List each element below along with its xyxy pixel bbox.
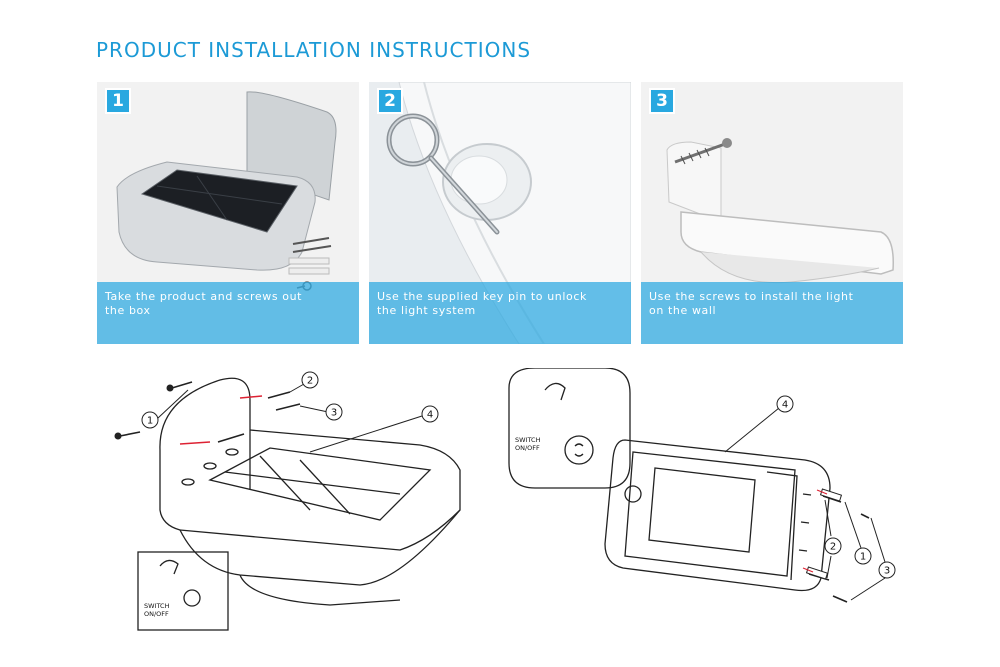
step-1-badge: 1 — [105, 88, 131, 114]
step-1-panel: 1 Take the product and screws out the bo… — [97, 82, 359, 344]
page-title: PRODUCT INSTALLATION INSTRUCTIONS — [96, 38, 532, 62]
right-callout-2: 2 — [830, 542, 836, 553]
exploded-diagram-left: 1 2 3 4 SWITCH ON/OFF — [114, 371, 461, 631]
step-1-caption-bar: Take the product and screws out the box — [97, 282, 359, 344]
left-callout-1: 1 — [147, 416, 153, 427]
step-3-badge: 3 — [649, 88, 675, 114]
step-2-caption: Use the supplied key pin to unlock the l… — [377, 290, 587, 317]
right-callout-1: 1 — [860, 552, 866, 563]
left-callout-4: 4 — [427, 410, 433, 421]
left-callout-3: 3 — [331, 408, 337, 419]
step-3-caption: Use the screws to install the light on t… — [649, 290, 854, 317]
step-3-caption-bar: Use the screws to install the light on t… — [641, 282, 903, 344]
right-callout-4: 4 — [782, 400, 788, 411]
step-2-panel: 2 Use the supplied key pin to unlock the… — [369, 82, 631, 344]
step-3-panel: 3 Use the screws to install the light on… — [641, 82, 903, 344]
left-callout-2: 2 — [307, 376, 313, 387]
left-switch-label-line2: ON/OFF — [144, 610, 169, 618]
step-2-badge: 2 — [377, 88, 403, 114]
step-1-caption: Take the product and screws out the box — [105, 290, 303, 317]
left-switch-label-line1: SWITCH — [144, 602, 170, 610]
right-switch-label-line1: SWITCH — [515, 436, 541, 444]
step-2-caption-bar: Use the supplied key pin to unlock the l… — [369, 282, 631, 344]
exploded-diagram-right: 4 2 1 3 SWITCH ON/OFF — [508, 368, 896, 603]
right-switch-label-line2: ON/OFF — [515, 444, 540, 452]
right-callout-3: 3 — [884, 566, 890, 577]
